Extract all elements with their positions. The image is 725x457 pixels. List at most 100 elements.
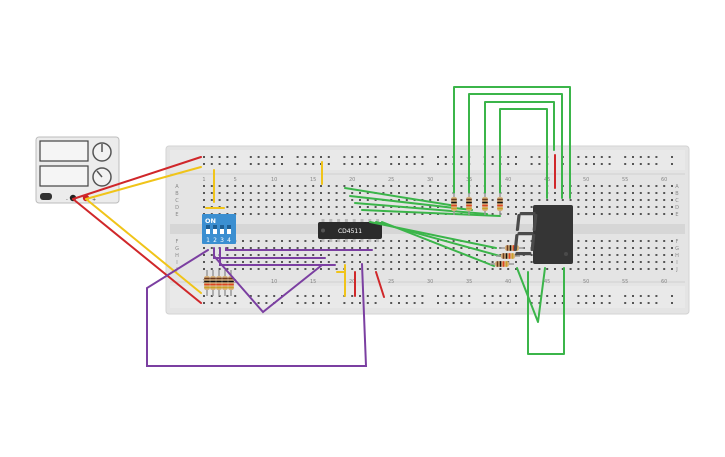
column-number: 60 [661,177,667,183]
column-number: 20 [349,279,355,285]
wire-purple-4[interactable] [213,255,323,314]
pulldown-resistor-2[interactable] [210,270,216,296]
dip-switch-number: 1 [206,237,210,244]
wire-purple-5[interactable] [146,249,368,367]
segment-a [519,212,536,216]
pulldown-resistor-1[interactable] [204,270,210,296]
wire-green-loop-1[interactable] [453,86,571,199]
row-letter: E [675,212,678,218]
decoder-ic[interactable]: CD4511 [318,219,382,242]
ic-notch [321,228,325,233]
column-number: 50 [583,279,589,285]
row-letter: J [675,267,677,273]
segment-resistor-top-1[interactable] [451,193,457,215]
column-number: 60 [661,279,667,285]
segment-resistor-h-3[interactable] [490,261,514,267]
dip-switch-number: 3 [220,237,224,244]
dip-toggle-1[interactable] [206,225,210,234]
plus-label: + [92,197,96,203]
power-wires[interactable] [72,156,202,304]
row-letter: G [175,246,179,252]
center-channel [170,224,685,234]
column-number: 15 [310,279,316,285]
column-number: 1 [202,279,205,285]
dip-toggle-4[interactable] [227,225,231,234]
row-letter: B [175,191,179,197]
row-letter: A [175,184,179,190]
segment-resistor-top-2[interactable] [466,193,472,215]
pulldown-resistor-4[interactable] [222,270,228,296]
row-letter: B [675,191,679,197]
row-letter: I [676,260,677,266]
wire-green-loop-2[interactable] [468,93,563,199]
switch-wires[interactable] [146,247,373,367]
wire-purple-1[interactable] [213,247,326,259]
wire-green-d[interactable] [361,209,501,217]
segment-g [517,232,534,236]
segment-e [513,234,519,251]
column-number: 5 [234,279,237,285]
pulldown-resistors[interactable] [204,270,234,296]
power-switch[interactable] [40,193,52,200]
wire-green-g[interactable] [381,221,495,267]
row-letter: H [175,253,179,259]
row-letter: G [675,246,679,252]
column-number: 10 [271,177,277,183]
seven-segment-display[interactable] [513,205,573,264]
minus-label: - [66,197,68,203]
wire-red-bottom-rail[interactable] [72,198,202,304]
segment-d [515,252,532,256]
column-number: 40 [505,279,511,285]
wire-green-u[interactable] [527,267,565,355]
row-letter: F [676,239,679,245]
segment-resistor-h-2[interactable] [496,253,520,259]
segment-resistor-top-3[interactable] [482,193,488,215]
decoder-ic-body [318,222,382,239]
column-number: 45 [544,279,550,285]
wire-green-a[interactable] [344,187,457,207]
bottom-rail-strip [170,286,685,308]
wire-yellow-top-rail[interactable] [85,166,202,200]
wire-red-top-rail[interactable] [72,156,202,200]
jumper-wires[interactable] [205,154,556,298]
row-letter: C [175,198,179,204]
dip-switch-number: 2 [213,237,217,244]
column-number: 5 [234,177,237,183]
column-number: 50 [583,177,589,183]
segment-c [530,234,536,251]
column-number: 55 [622,279,628,285]
dip-on-label: ON [205,217,216,225]
column-number: 55 [622,177,628,183]
wire-green-loop-3[interactable] [484,101,555,194]
breadboard[interactable]: 1155101015152020252530303535404045455050… [165,145,690,315]
dip-toggle-2[interactable] [213,225,217,234]
pulldown-resistor-3[interactable] [216,270,222,296]
column-number: 15 [310,177,316,183]
segment-f [515,214,521,231]
column-number: 1 [202,177,205,183]
current-display [39,165,89,187]
wire-yellow-bottom-rail[interactable] [85,198,202,294]
row-letter: D [175,205,179,211]
row-letter: F [176,239,179,245]
column-number: 10 [271,279,277,285]
column-number: 25 [388,279,394,285]
wire-green-c[interactable] [354,202,488,215]
wire-green-v[interactable] [516,267,546,323]
wire-purple-3[interactable] [225,247,373,251]
jumper-red-angled[interactable] [375,271,385,298]
column-number: 30 [427,279,433,285]
wire-green-loop-4[interactable] [499,108,548,199]
row-letter: H [675,253,679,259]
segment-wires[interactable] [344,86,571,355]
display-segments [513,212,568,256]
wire-purple-2[interactable] [219,247,336,266]
dip-switch-body [202,214,236,244]
decoder-ic-label: CD4511 [338,228,362,235]
dip-toggle-3[interactable] [220,225,224,234]
segment-resistor-top-4[interactable] [497,193,503,215]
